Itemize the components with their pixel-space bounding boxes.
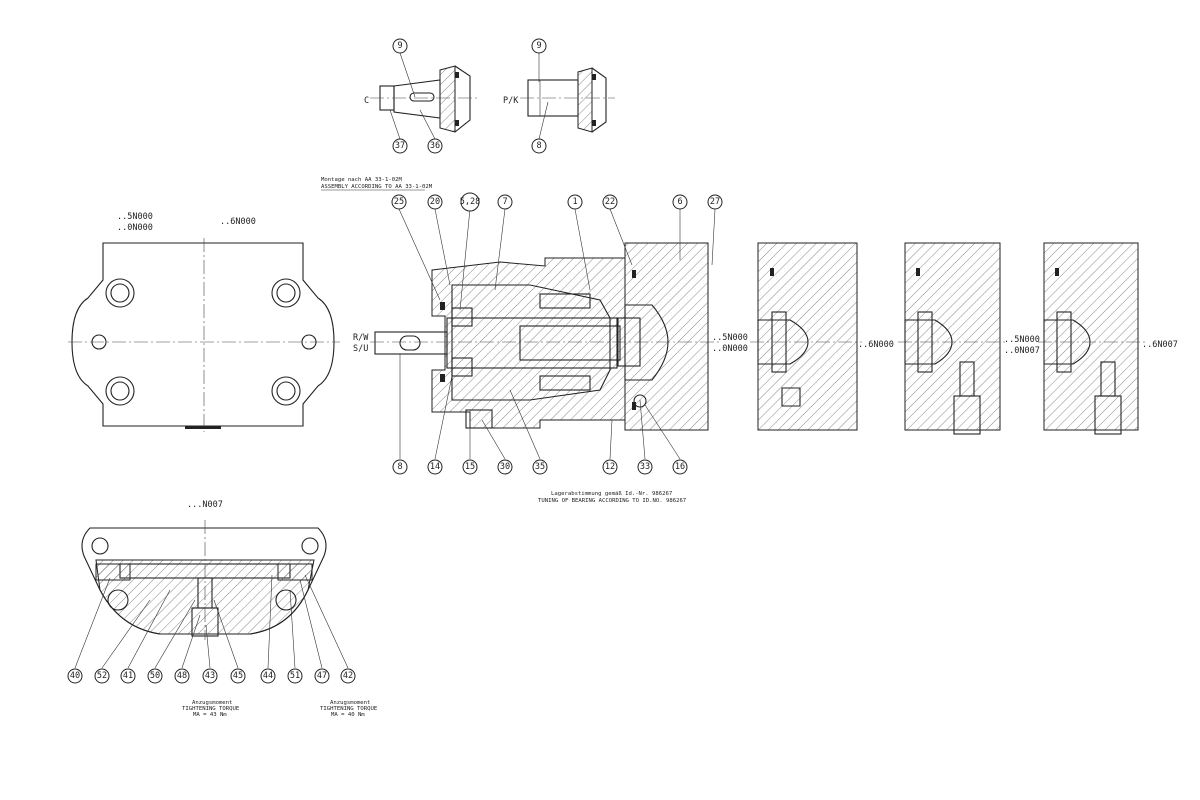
balloon: 1 <box>567 194 583 210</box>
bottom-section-n007: ...N007 Anzugsmoment TIGHTENING TORQUE M… <box>81 500 378 718</box>
svg-text:22: 22 <box>605 197 615 207</box>
svg-text:6: 6 <box>677 197 682 207</box>
balloon: 14 <box>427 459 443 475</box>
svg-text:30: 30 <box>500 462 510 472</box>
svg-text:5,28: 5,28 <box>460 197 480 207</box>
shaft-variant-pk-detail: P/K <box>503 67 615 133</box>
balloon: 5,28 <box>460 192 480 212</box>
balloon: 43 <box>202 668 218 684</box>
svg-text:14: 14 <box>430 462 440 472</box>
balloon: 8 <box>531 138 547 154</box>
svg-text:7: 7 <box>502 197 507 207</box>
svg-text:33: 33 <box>640 462 650 472</box>
cover-b-label-1: ..5N000 <box>1004 335 1040 345</box>
balloon: 42 <box>340 668 356 684</box>
top-view-pump-flange: ..5N000 ..0N000 ..6N000 <box>68 212 340 432</box>
balloon: 8 <box>392 459 408 475</box>
balloon: 6 <box>672 194 688 210</box>
cover-a-label: ..6N000 <box>858 340 894 350</box>
balloon: 47 <box>314 668 330 684</box>
svg-text:40: 40 <box>70 671 80 681</box>
svg-text:50: 50 <box>150 671 160 681</box>
balloon: 35 <box>532 459 548 475</box>
torque-right-value: MA = 40 Nm <box>331 712 365 718</box>
shaft-c-label: C <box>364 96 369 106</box>
balloon: 37 <box>392 138 408 154</box>
svg-text:43: 43 <box>205 671 215 681</box>
svg-text:48: 48 <box>177 671 187 681</box>
shaft-variant-c-detail: C <box>364 65 480 133</box>
shaft-pk-label: P/K <box>503 96 519 106</box>
balloon: 51 <box>287 668 303 684</box>
bearing-note-en: TUNING OF BEARING ACCORDING TO ID.NO. 98… <box>538 498 686 504</box>
torque-left-value: MA = 43 Nm <box>193 712 227 718</box>
balloon: 12 <box>602 459 618 475</box>
balloon: 27 <box>707 194 723 210</box>
main-right-label-1: ..5N000 <box>712 333 748 343</box>
assembly-note-de: Montage nach AA 33-1-02M <box>321 177 402 183</box>
bearing-note-de: Lagerabstimmung gemäß Id.-Nr. 986267 <box>551 491 672 497</box>
svg-text:12: 12 <box>605 462 615 472</box>
rear-cover-variant-5n000-0n007: ..5N000 ..0N007 <box>898 242 1040 435</box>
balloon: 33 <box>637 459 653 475</box>
balloon: 9 <box>531 38 547 54</box>
svg-text:8: 8 <box>536 141 541 151</box>
balloon: 25 <box>391 194 407 210</box>
svg-text:15: 15 <box>465 462 475 472</box>
balloon: 36 <box>427 138 443 154</box>
balloon: 7 <box>497 194 513 210</box>
balloon: 52 <box>94 668 110 684</box>
balloon: 30 <box>497 459 513 475</box>
left-variant-label-2: ..0N000 <box>117 223 153 233</box>
svg-text:51: 51 <box>290 671 300 681</box>
svg-text:9: 9 <box>397 41 402 51</box>
left-variant-label-3: ..6N000 <box>220 217 256 227</box>
left-variant-label-1: ..5N000 <box>117 212 153 222</box>
cover-c-label: ..6N007 <box>1142 340 1178 350</box>
svg-text:42: 42 <box>343 671 353 681</box>
assembly-note-en: ASSEMBLY ACCORDING TO AA 33-1-02M <box>321 184 433 190</box>
svg-text:16: 16 <box>675 462 685 472</box>
svg-text:9: 9 <box>536 41 541 51</box>
svg-text:37: 37 <box>395 141 405 151</box>
balloon: 45 <box>230 668 246 684</box>
svg-text:41: 41 <box>123 671 133 681</box>
main-right-label-2: ..0N000 <box>712 344 748 354</box>
svg-text:36: 36 <box>430 141 440 151</box>
main-su-label: S/U <box>353 344 368 354</box>
balloon: 50 <box>147 668 163 684</box>
svg-text:25: 25 <box>394 197 404 207</box>
svg-text:8: 8 <box>397 462 402 472</box>
balloon: 41 <box>120 668 136 684</box>
balloon: 22 <box>602 194 618 210</box>
balloon: 16 <box>672 459 688 475</box>
leader-lines <box>74 52 716 669</box>
cover-b-label-2: ..0N007 <box>1004 346 1040 356</box>
torque-left-de: Anzugsmoment <box>192 700 232 706</box>
main-rw-label: R/W <box>353 333 369 343</box>
svg-text:47: 47 <box>317 671 327 681</box>
balloon: 20 <box>427 194 443 210</box>
balloon: 9 <box>392 38 408 54</box>
torque-left-en: TIGHTENING TORQUE <box>182 706 240 712</box>
svg-text:45: 45 <box>233 671 243 681</box>
rear-cover-variant-6n007: ..6N007 <box>1038 242 1178 435</box>
svg-text:27: 27 <box>710 197 720 207</box>
svg-text:1: 1 <box>572 197 577 207</box>
torque-right-de: Anzugsmoment <box>330 700 370 706</box>
balloon: 44 <box>260 668 276 684</box>
main-sectional-view: Montage nach AA 33-1-02M ASSEMBLY ACCORD… <box>321 177 748 504</box>
svg-text:52: 52 <box>97 671 107 681</box>
balloon: 48 <box>174 668 190 684</box>
svg-text:44: 44 <box>263 671 273 681</box>
rear-cover-variant-6n000: ..6N000 <box>750 242 894 431</box>
bottom-title: ...N007 <box>187 500 223 510</box>
svg-text:20: 20 <box>430 197 440 207</box>
balloon: 15 <box>462 459 478 475</box>
svg-text:35: 35 <box>535 462 545 472</box>
torque-right-en: TIGHTENING TORQUE <box>320 706 378 712</box>
balloon: 40 <box>67 668 83 684</box>
